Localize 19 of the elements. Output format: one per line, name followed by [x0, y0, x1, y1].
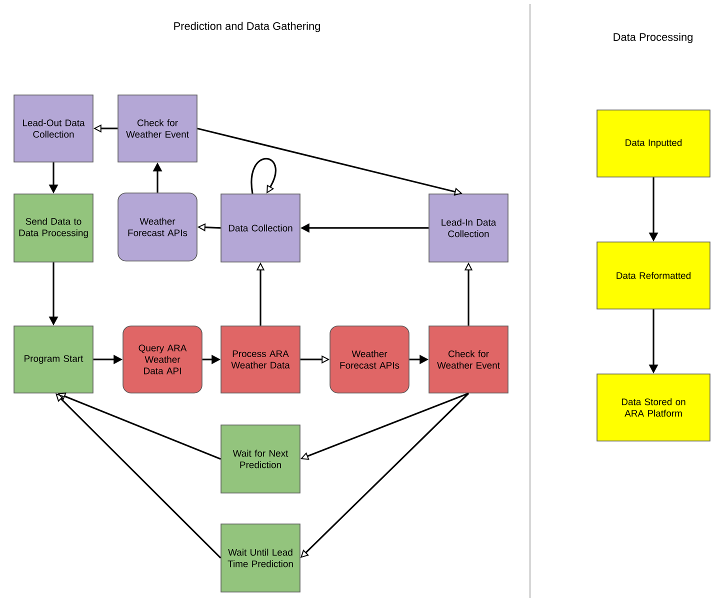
section-title: Data Processing — [614, 32, 692, 44]
process-box: Process ARA Weather Data — [220, 326, 300, 394]
process-box: Program Start — [14, 326, 94, 394]
arrow — [250, 158, 276, 194]
process-box: Data Stored on ARA Platform — [596, 374, 710, 442]
rounded-box: Query ARA Weather Data API — [122, 326, 202, 394]
rounded-box: Weather Forecast APIs — [330, 326, 410, 394]
process-box: Lead-In Data Collection — [428, 194, 508, 262]
process-box: Check for Weather Event — [428, 326, 508, 394]
rounded-box: Weather Forecast APIs — [118, 192, 198, 262]
process-box: Data Inputted — [596, 110, 710, 178]
section-title: Prediction and Data Gathering — [174, 22, 320, 32]
process-box: Lead-Out Data Collection — [14, 94, 94, 162]
process-box: Data Reformatted — [596, 242, 710, 310]
process-box: Data Collection — [220, 194, 300, 262]
process-box: Check for Weather Event — [118, 94, 198, 162]
process-box: Wait for Next Prediction — [220, 424, 300, 494]
process-box: Wait Until Lead Time Prediction — [220, 524, 300, 592]
process-box: Send Data to Data Processing — [14, 194, 94, 262]
